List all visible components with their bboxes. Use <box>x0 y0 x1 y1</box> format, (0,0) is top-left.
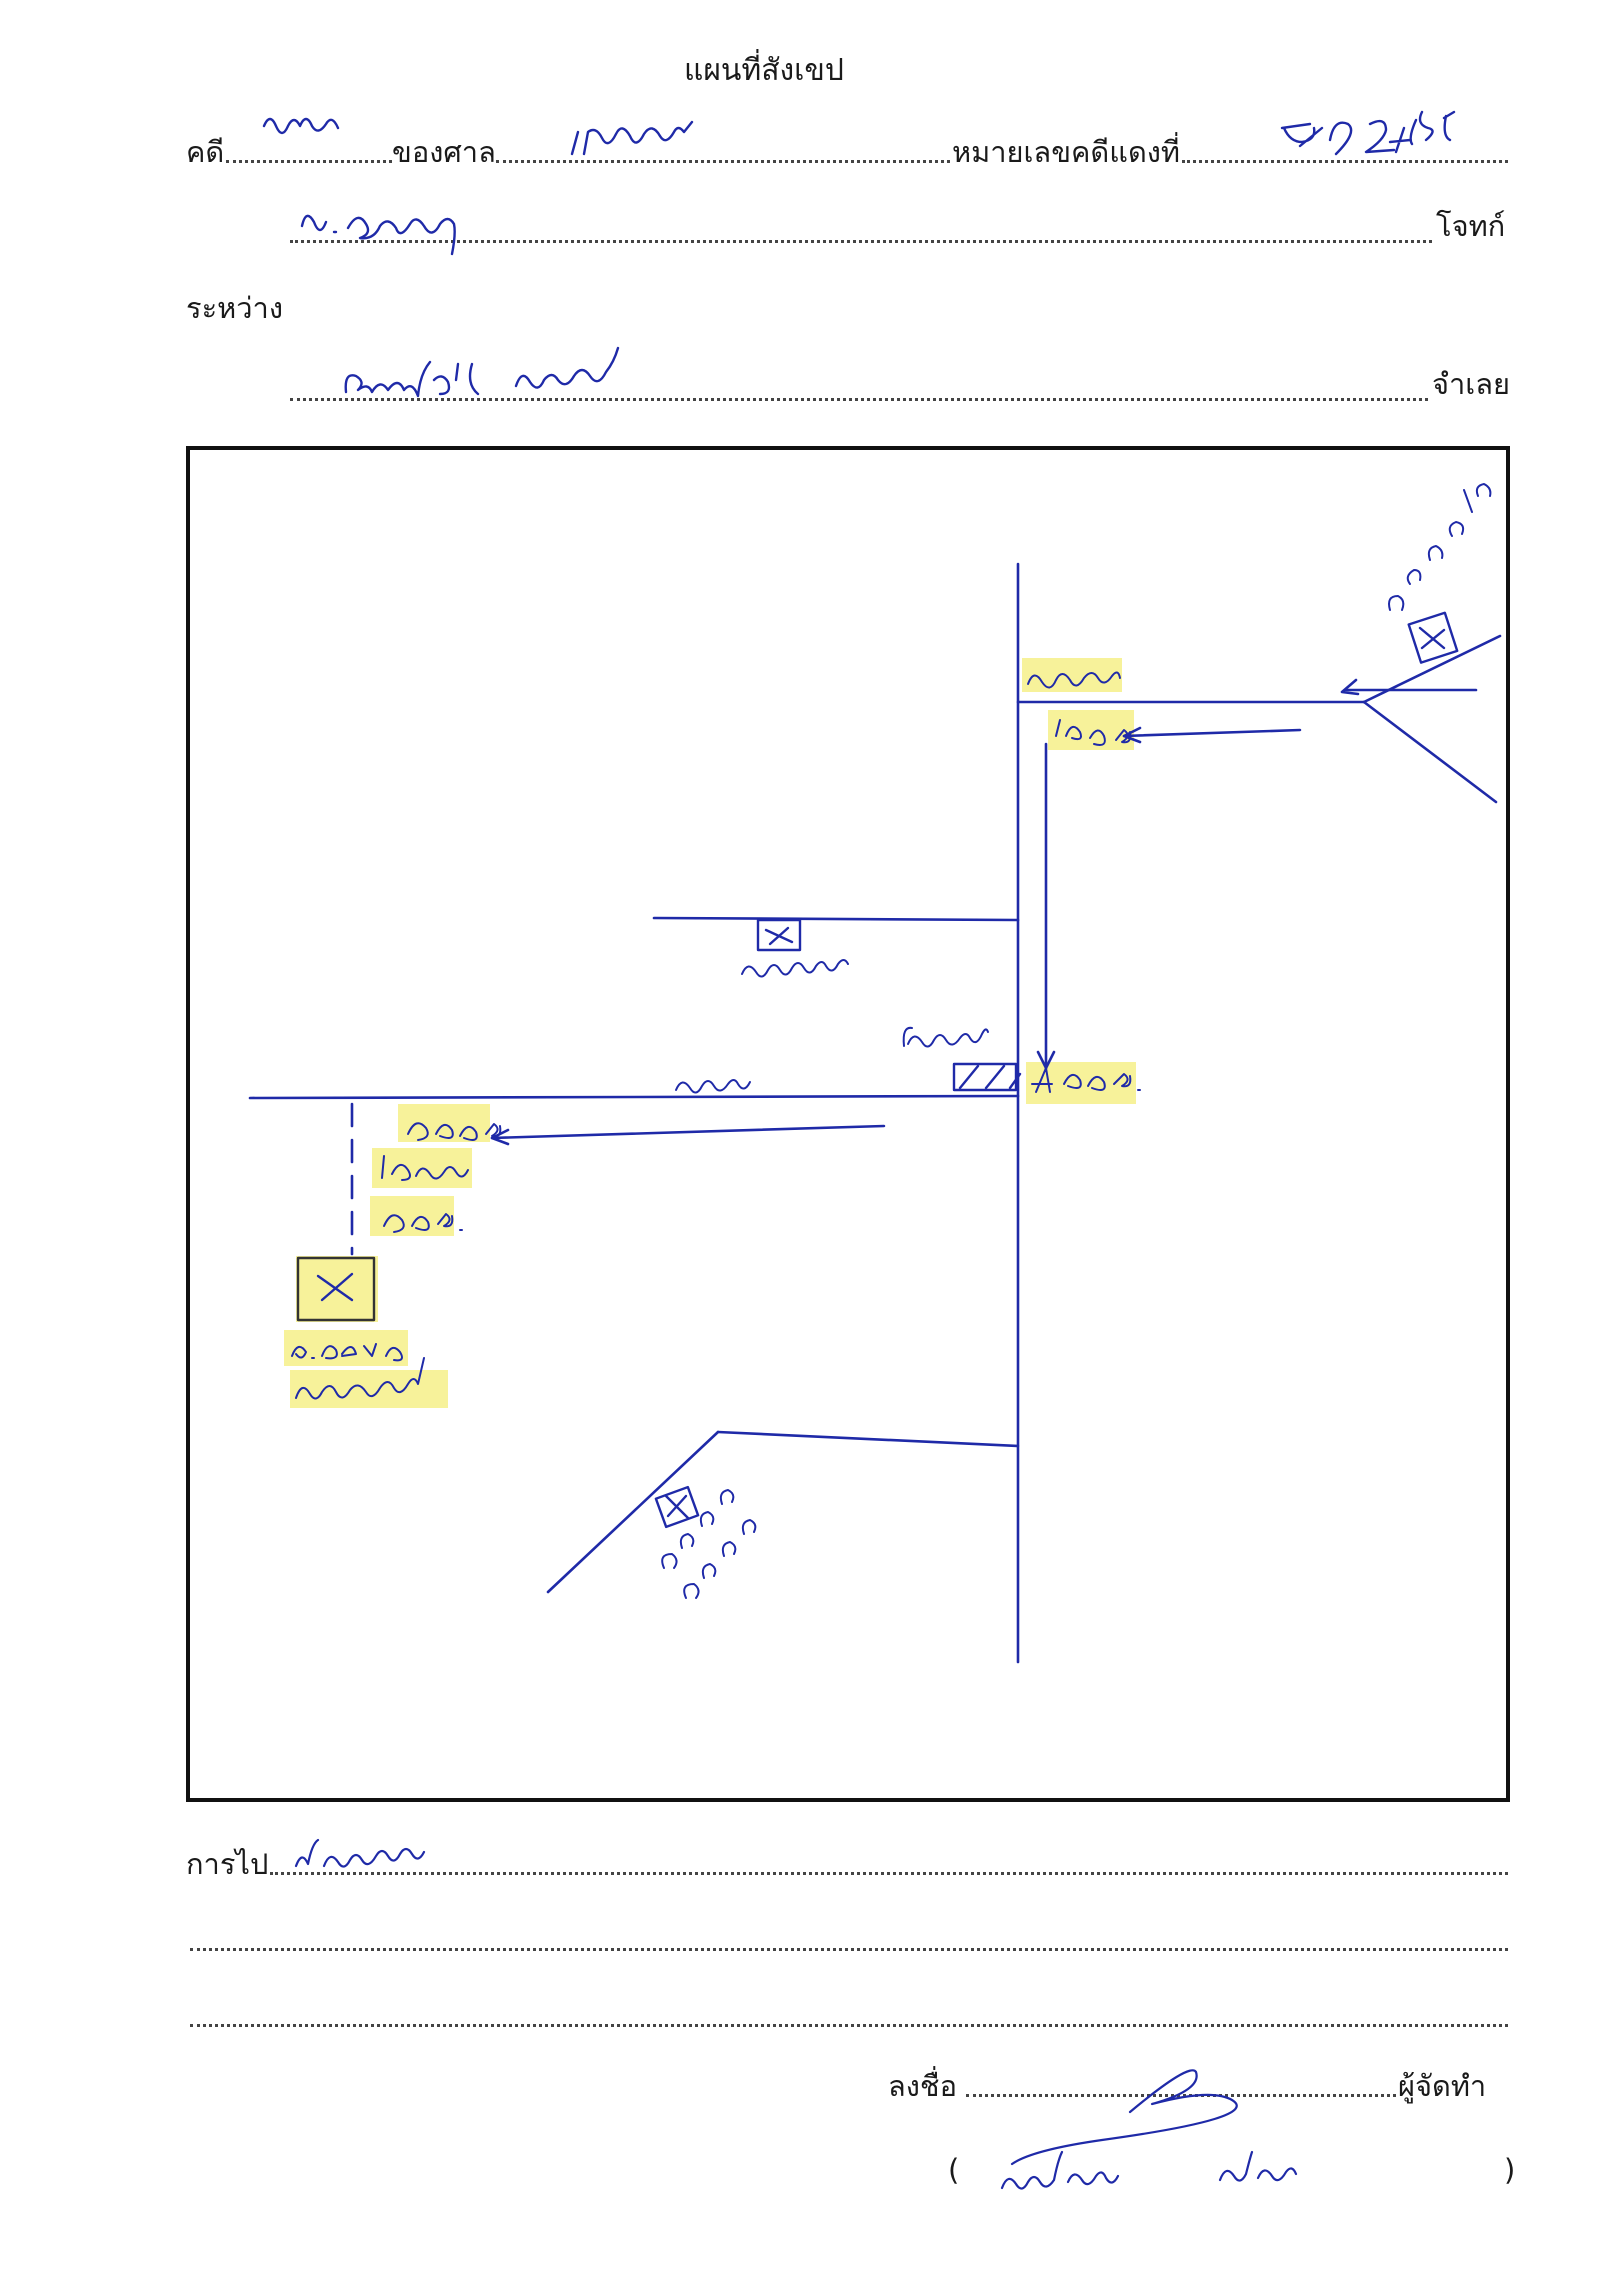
label-middle-place <box>741 959 849 978</box>
label-distance-mid <box>1031 1067 1141 1093</box>
label-junction-place <box>907 1028 989 1048</box>
handwritten-defendant-2 <box>514 346 620 389</box>
map-frame <box>186 446 1510 1802</box>
defendant-label: จำเลย <box>1432 367 1510 401</box>
highlight-distance-left-3 <box>370 1196 454 1236</box>
signature-label: ลงชื่อ <box>888 2069 958 2103</box>
arrow-4-head <box>1340 678 1360 696</box>
road-to-west <box>248 1094 1020 1100</box>
directions-line-3[interactable] <box>190 2024 1508 2027</box>
place-marker-northeast-x <box>1418 626 1446 650</box>
place-marker-middle-x <box>764 926 794 946</box>
label-distance-left-2 <box>383 1213 463 1233</box>
name-paren-close: ) <box>1504 2153 1516 2187</box>
court-field[interactable] <box>496 160 950 163</box>
page-title: แผนที่สังเขป <box>684 53 844 88</box>
handwritten-defendant-1 <box>344 360 480 398</box>
court-label: ของศาล <box>392 135 496 169</box>
label-northeast-place <box>1388 483 1492 611</box>
signature-field[interactable] <box>966 2094 1396 2097</box>
northeast-branch-lower <box>1362 700 1498 804</box>
signature-mark <box>1010 2069 1238 2166</box>
map-handwritten-labels <box>291 483 1492 1599</box>
label-southwest-place-2 <box>683 1519 757 1599</box>
highlight-distance-left <box>398 1104 490 1142</box>
map-arrows <box>490 678 1478 1146</box>
case-label: คดี <box>186 135 225 169</box>
handwritten-court <box>570 120 694 156</box>
handwritten-case-type <box>262 117 340 135</box>
side-road-middle <box>652 916 1020 922</box>
signature-name-1 <box>1000 2150 1120 2190</box>
label-walk-in <box>381 1155 469 1181</box>
directions-line-1[interactable] <box>270 1872 1508 1875</box>
arrow-1-head <box>1122 726 1142 744</box>
directions-handwriting <box>294 1838 426 1868</box>
label-parcel-no <box>291 1343 403 1362</box>
place-marker-middle <box>756 918 802 952</box>
case-field[interactable] <box>226 160 392 163</box>
label-junction-accent <box>902 1026 913 1047</box>
arrow-3 <box>490 1124 886 1140</box>
directions-label: การไป <box>186 1847 269 1881</box>
place-marker-junction-hatch <box>958 1064 1022 1090</box>
label-west-road <box>675 1079 751 1094</box>
label-parcel-name <box>295 1357 425 1400</box>
label-distance-left <box>407 1122 502 1141</box>
red-case-number-field[interactable] <box>1182 160 1508 163</box>
label-southwest-place-1 <box>661 1489 735 1569</box>
highlights <box>284 658 1136 1408</box>
signature-handwriting <box>1000 2069 1298 2190</box>
handwritten-case-number <box>1328 110 1456 156</box>
place-marker-southwest <box>654 1485 700 1529</box>
arrow-3-head <box>490 1128 510 1146</box>
handwritten-directions <box>294 1838 426 1868</box>
map-places <box>296 611 1459 1529</box>
place-marker-northeast <box>1407 611 1459 664</box>
southwest-branch <box>546 1430 720 1594</box>
highlight-three-way <box>1022 658 1122 692</box>
northeast-branch-upper <box>1362 634 1502 704</box>
label-three-way <box>1027 671 1121 689</box>
highlight-parcel-name <box>290 1370 448 1408</box>
label-distance-top <box>1055 719 1132 746</box>
road-to-southwest <box>716 1430 1020 1448</box>
place-marker-southwest-x <box>664 1494 690 1520</box>
plaintiff-label: โจทก์ <box>1436 209 1506 243</box>
red-case-number-label: หมายเลขคดีแดงที่ <box>952 135 1181 169</box>
place-marker-junction <box>952 1062 1018 1092</box>
map-roads <box>248 562 1502 1664</box>
place-marker-target <box>296 1256 376 1322</box>
signature-name-2 <box>1218 2150 1298 2182</box>
between-label: ระหว่าง <box>186 291 283 325</box>
highlight-distance-top <box>1048 710 1134 750</box>
name-paren-open: ( <box>948 2153 960 2187</box>
plaintiff-field[interactable] <box>290 240 1432 243</box>
handwritten-plaintiff <box>300 214 456 256</box>
directions-line-2[interactable] <box>190 1948 1508 1951</box>
defendant-field[interactable] <box>290 398 1428 401</box>
arrow-1 <box>1122 728 1302 738</box>
preparer-label: ผู้จัดทำ <box>1398 2069 1487 2103</box>
place-marker-target-x <box>316 1272 354 1302</box>
handwritten-case-no-prefix <box>1280 122 1324 148</box>
header-handwriting <box>262 110 1456 398</box>
